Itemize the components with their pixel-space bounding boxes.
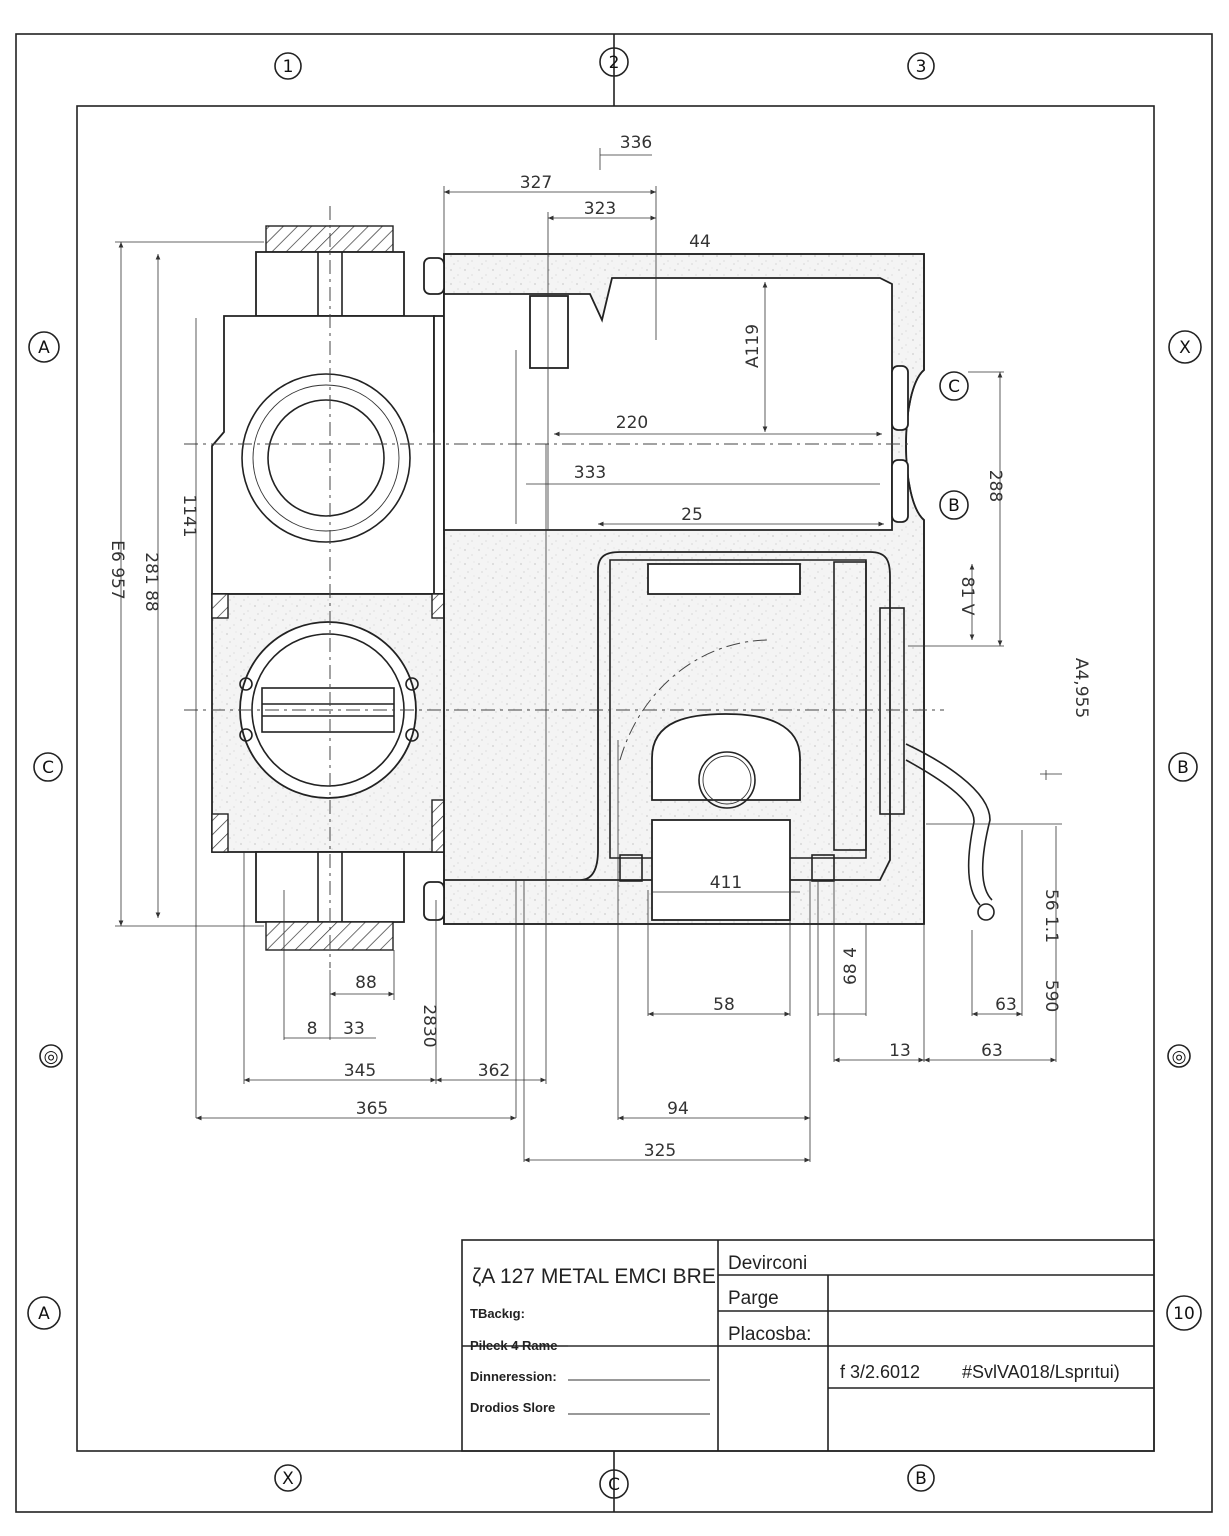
dimension-lines [115,148,1062,1163]
dim-327: 327 [520,173,552,193]
dim-561: 56 1.1 [1041,889,1061,943]
zone-top-2: 2 [609,53,620,73]
title-block: ζA 127 METAL EMCI BRE TBackıg: Pileck 4 … [461,1239,1155,1452]
dim-33: 33 [343,1019,365,1039]
dimension-labels: 336 327 323 44 A119 220 333 25 288 81 V … [107,133,1091,1161]
dim-58: 58 [713,995,735,1015]
zone-right-2: B [1177,758,1189,778]
callout-b: B [948,496,960,516]
title-block-right-2: Parge [728,1288,779,1309]
zone-top-1: 1 [283,57,294,77]
title-block-field-3: Drodios Slore [470,1400,555,1415]
title-block-right-1: Devirconi [728,1253,807,1274]
title-block-right-3: Placosba: [728,1324,811,1345]
title-block-field-2: Dinneression: [470,1369,557,1384]
title-block-title: ζA 127 METAL EMCI BRE [472,1265,716,1288]
dim-63b: 63 [981,1041,1003,1061]
zone-right-1: X [1179,338,1191,358]
dim-94: 94 [667,1099,689,1119]
dim-325: 325 [644,1141,676,1161]
dim-8: 8 [307,1019,318,1039]
dim-1141: 1141 [179,494,199,537]
zone-left-1: A [38,338,50,358]
dim-88: 88 [355,973,377,993]
dim-220: 220 [616,413,648,433]
title-block-backing: TBackıg: [470,1306,525,1321]
zone-markers: 1 2 3 X C B A C ◎ A X B ◎ 10 [27,47,1202,1499]
zone-right-3: ◎ [1172,1047,1187,1067]
dim-81v: 81 V [957,577,977,616]
dim-63a: 63 [995,995,1017,1015]
zone-bottom-2: C [608,1475,620,1495]
zone-bottom-1: X [282,1469,294,1489]
dim-323: 323 [584,199,616,219]
zone-right-4: 10 [1173,1304,1195,1324]
title-block-code: #SvlVA018/Lsprıtui) [962,1362,1120,1382]
callout-c: C [948,377,960,397]
dim-44: 44 [689,232,711,252]
dim-e6957: E6 957 [107,540,127,599]
dim-28188: 281 88 [141,552,161,611]
callouts: C B [939,371,969,520]
zone-left-4: A [38,1304,50,1324]
zone-left-2: C [42,758,54,778]
dim-333: 333 [574,463,606,483]
dim-13: 13 [889,1041,911,1061]
dim-a119: A119 [743,324,763,368]
dim-411: 411 [710,873,742,893]
dim-345: 345 [344,1061,376,1081]
dim-25: 25 [681,505,703,525]
dim-684: 68 4 [841,947,861,985]
centre-lines [184,206,944,968]
title-block-field-1: Pileck 4 Rame [470,1338,557,1353]
housing [423,253,995,925]
title-block-date: f 3/2.6012 [840,1362,920,1382]
dim-a4955: A4,955 [1071,658,1091,718]
dim-362: 362 [478,1061,510,1081]
dim-336: 336 [620,133,652,153]
dim-288: 288 [985,470,1005,502]
dim-365: 365 [356,1099,388,1119]
zone-left-3: ◎ [44,1047,59,1067]
dim-2830: 2830 [419,1004,439,1047]
dim-590: 590 [1041,980,1061,1012]
zone-top-3: 3 [916,57,927,77]
zone-bottom-3: B [915,1469,927,1489]
